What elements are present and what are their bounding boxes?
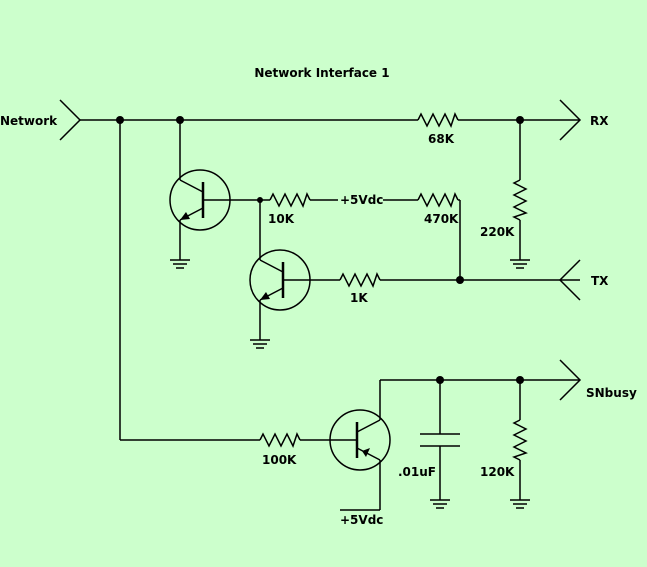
- resistor-120k: [512, 419, 528, 461]
- ground-symbol: [430, 499, 450, 509]
- rx-label: RX: [590, 114, 609, 128]
- network-label: Network: [0, 114, 58, 128]
- junction-dots: [116, 116, 524, 384]
- ground-symbol: [510, 499, 530, 509]
- snbusy-label: SNbusy: [586, 386, 637, 400]
- transistor-q2: [249, 249, 311, 311]
- diagram-title: Network Interface 1: [254, 66, 389, 80]
- resistor-100k-label: 100K: [262, 453, 297, 467]
- capacitor-01uf: [420, 380, 460, 500]
- tx-label: TX: [591, 274, 609, 288]
- resistor-100k: [259, 432, 301, 448]
- resistor-1k: [339, 272, 381, 288]
- ground-symbol: [250, 339, 270, 349]
- resistor-10k-label: 10K: [268, 212, 295, 226]
- resistor-1k-label: 1K: [350, 291, 368, 305]
- network-connector: [59, 99, 82, 141]
- capacitor-01uf-label: .01uF: [398, 465, 436, 479]
- resistor-220k-label: 220K: [480, 225, 515, 239]
- resistor-120k-label: 120K: [480, 465, 515, 479]
- transistor-q1: [169, 169, 231, 231]
- resistor-220k: [512, 179, 528, 221]
- resistor-10k: [269, 192, 311, 208]
- resistor-68k-label: 68K: [428, 132, 455, 146]
- supply-5vdc-mid: +5Vdc: [340, 193, 383, 207]
- resistor-470k: [417, 192, 459, 208]
- ground-symbol: [510, 259, 530, 269]
- resistor-470k-label: 470K: [424, 212, 459, 226]
- transistor-q3: [329, 409, 391, 471]
- ground-symbol: [170, 259, 190, 269]
- supply-5vdc-bottom: +5Vdc: [340, 513, 383, 527]
- resistor-68k: [417, 112, 459, 128]
